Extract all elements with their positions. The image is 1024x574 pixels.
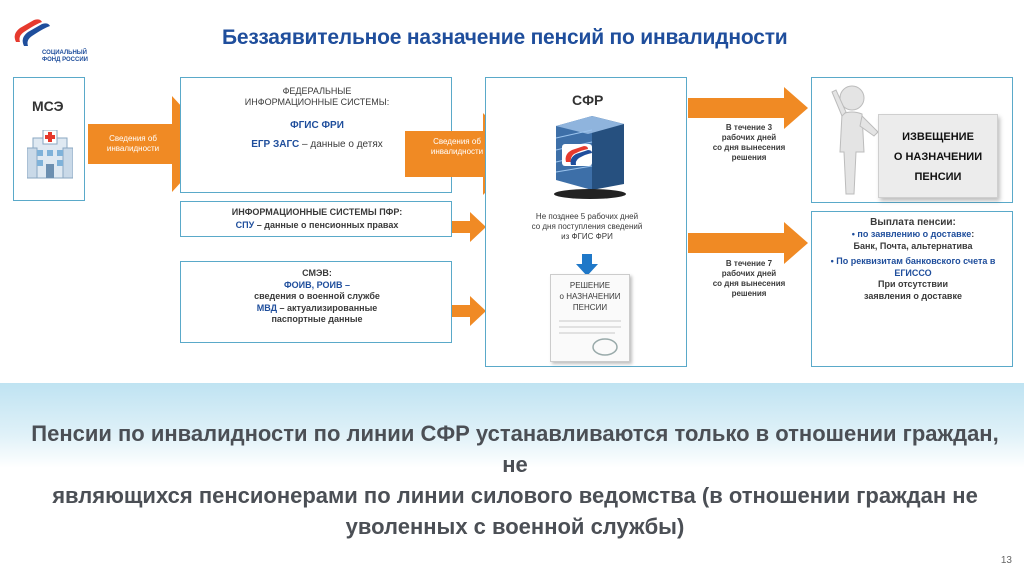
arrow2-label-line1: Сведения об xyxy=(433,137,481,146)
conclusion-line1: Пенсии по инвалидности по линии СФР уста… xyxy=(31,421,999,477)
spu-label: СПУ xyxy=(235,220,255,230)
timing-top-line3: со дня вынесения xyxy=(712,143,786,152)
notice-box: ИЗВЕЩЕНИЕ О НАЗНАЧЕНИИ ПЕНСИИ xyxy=(811,77,1013,203)
payment-heading: Выплата пенсии: xyxy=(870,217,956,228)
passport-label: паспортные данные xyxy=(271,314,363,324)
notice-line1: ИЗВЕЩЕНИЕ xyxy=(902,131,974,143)
payment-item2-line2: ЕГИССО xyxy=(894,267,932,278)
logo-line2: ФОНД РОССИИ xyxy=(42,57,88,63)
doc-line3: ПЕНСИИ xyxy=(572,303,608,312)
logo-line1: СОЦИАЛЬНЫЙ xyxy=(42,50,87,56)
mse-box: МСЭ xyxy=(13,77,85,201)
zags-label: ЕГР ЗАГС xyxy=(251,139,300,150)
timing-top-line2: рабочих дней xyxy=(721,133,777,142)
arrow1-label-line2: инвалидности xyxy=(106,144,160,153)
conclusion-line3: уволенных с военной службы) xyxy=(345,514,685,539)
timing-bottom-line2: рабочих дней xyxy=(721,269,777,278)
payment-fallback-line2: заявления о доставке xyxy=(864,290,962,301)
spu-desc: – данные о пенсионных правах xyxy=(254,220,399,230)
conclusion-text: Пенсии по инвалидности по линии СФР уста… xyxy=(30,418,1000,542)
arrow-smev-to-sfr-icon xyxy=(452,296,486,326)
smev-heading: СМЭВ: xyxy=(302,268,332,278)
person-figure-icon xyxy=(831,85,879,195)
timing-bottom-line1: В течение 7 xyxy=(725,259,773,268)
arrow-to-notice-icon xyxy=(688,87,808,129)
zags-desc: – данные о детях xyxy=(299,139,383,150)
sfr-logo-icon xyxy=(14,19,50,46)
page-title: Беззаявительное назначение пенсий по инв… xyxy=(222,26,788,49)
arrow-to-payment-icon xyxy=(688,222,808,264)
timing-bottom-line4: решения xyxy=(731,289,767,298)
arrow-down-icon xyxy=(576,254,598,276)
timing-top-line4: решения xyxy=(731,153,767,162)
stamp-icon xyxy=(559,320,621,356)
sfr-deadline-line2: со дня поступления сведений xyxy=(531,222,643,231)
notice-line2: О НАЗНАЧЕНИИ xyxy=(893,151,983,163)
office-building-icon xyxy=(554,116,626,199)
sfr-deadline-line1: Не позднее 5 рабочих дней xyxy=(535,212,639,221)
smev-box: СМЭВ: ФОИВ, РОИВ – сведения о военной сл… xyxy=(180,261,452,343)
arrow-pfr-to-sfr-icon xyxy=(452,212,486,242)
payment-item2-line1: • По реквизитам банковского счета в xyxy=(830,256,996,266)
foiv-roiv-label: ФОИВ, РОИВ – xyxy=(283,279,350,290)
timing-bottom-line3: со дня вынесения xyxy=(712,279,786,288)
federal-heading-line1: ФЕДЕРАЛЬНЫЕ xyxy=(282,86,352,96)
payment-fallback-line1: При отсутствии xyxy=(878,279,948,289)
page-number: 13 xyxy=(1000,555,1012,566)
logo: СОЦИАЛЬНЫЙ ФОНД РОССИИ xyxy=(8,14,118,70)
notice-line3: ПЕНСИИ xyxy=(914,171,962,183)
fgis-fri-label: ФГИС ФРИ xyxy=(290,120,344,131)
payment-box: Выплата пенсии: • по заявлению о доставк… xyxy=(811,211,1013,367)
federal-heading-line2: ИНФОРМАЦИОННЫЕ СИСТЕМЫ: xyxy=(244,97,390,107)
mse-label: МСЭ xyxy=(32,98,64,114)
conclusion-line2: являющихся пенсионерами по линии силовог… xyxy=(52,483,978,508)
payment-item1: • по заявлению о доставке xyxy=(851,229,972,239)
pfr-systems-box: ИНФОРМАЦИОННЫЕ СИСТЕМЫ ПФР: СПУ – данные… xyxy=(180,201,452,237)
payment-item1-colon: : xyxy=(971,229,975,239)
military-service-label: сведения о военной службе xyxy=(254,291,380,301)
doc-line1: РЕШЕНИЕ xyxy=(569,281,611,290)
payment-item1-detail: Банк, Почта, альтернатива xyxy=(853,240,973,251)
sfr-box: СФР Не позднее 5 рабочих дней со дня пос… xyxy=(485,77,687,367)
sfr-label: СФР xyxy=(572,92,604,108)
conclusion-band xyxy=(0,383,1024,468)
doc-line2: о НАЗНАЧЕНИИ xyxy=(559,292,621,301)
arrow2-label-line2: инвалидности xyxy=(430,147,484,156)
hospital-icon xyxy=(27,130,73,179)
pfr-heading: ИНФОРМАЦИОННЫЕ СИСТЕМЫ ПФР: xyxy=(231,207,403,217)
sfr-deadline-line3: из ФГИС ФРИ xyxy=(561,232,613,241)
mvd-label: МВД xyxy=(256,302,277,313)
decision-document: РЕШЕНИЕ о НАЗНАЧЕНИИ ПЕНСИИ xyxy=(550,274,630,362)
timing-top-line1: В течение 3 xyxy=(725,123,773,132)
arrow1-label-line1: Сведения об xyxy=(109,134,157,143)
notice-board: ИЗВЕЩЕНИЕ О НАЗНАЧЕНИИ ПЕНСИИ xyxy=(878,114,998,198)
mvd-desc: – актуализированные xyxy=(277,302,378,313)
